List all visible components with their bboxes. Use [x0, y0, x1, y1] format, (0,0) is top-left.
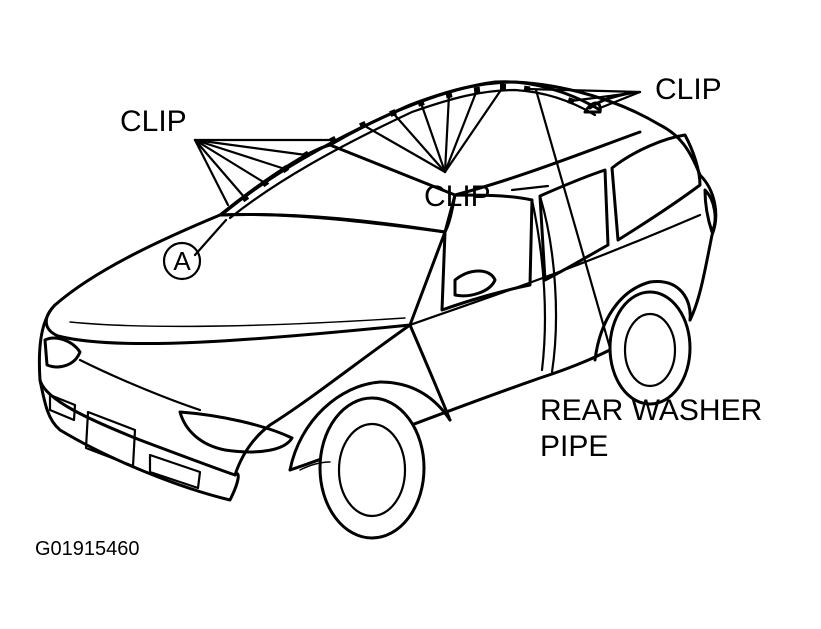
- leaders-clip-top-left: [193, 138, 335, 207]
- quarter-window: [610, 133, 702, 242]
- leaders-clip-top-right: [525, 87, 642, 110]
- label-clip-top-left: CLIP: [120, 105, 187, 138]
- grille: [78, 358, 202, 412]
- label-rear-washer-pipe-line1: REAR WASHER: [540, 394, 762, 427]
- leader-side-tick: [510, 184, 550, 192]
- headlight-right: [178, 410, 294, 454]
- front-fender: [408, 323, 452, 422]
- roof-outline: [328, 80, 702, 177]
- label-reference-a: A: [173, 246, 191, 276]
- leader-rear-washer-pipe: [534, 88, 612, 350]
- side-window-front: [440, 193, 534, 312]
- side-mirror: [453, 269, 497, 298]
- door-line-rear: [538, 194, 558, 374]
- side-crease: [408, 213, 702, 327]
- front-face: [37, 303, 412, 477]
- front-wheel: [288, 380, 452, 540]
- rear-body: [688, 173, 718, 322]
- leaders-clip-center: [361, 85, 505, 174]
- label-clip-center: CLIP: [424, 180, 491, 213]
- fog-lamp-right: [148, 453, 202, 490]
- front-bumper: [38, 378, 240, 502]
- fog-lamp-left: [48, 393, 77, 422]
- door-line-front: [530, 198, 547, 372]
- reference-a-marker: A: [162, 241, 202, 281]
- label-rear-washer-pipe-line2: PIPE: [540, 430, 608, 463]
- rear-lamp: [703, 188, 717, 234]
- roof-edge: [453, 130, 642, 197]
- headlight-left: [43, 336, 82, 369]
- leader-reference-a: [193, 218, 228, 257]
- rear-wheel: [593, 280, 692, 406]
- label-clip-top-right: CLIP: [655, 73, 722, 106]
- clip-markers: [240, 84, 575, 203]
- figure-code: G01915460: [35, 538, 140, 560]
- car-body: [37, 80, 718, 502]
- license-plate: [84, 410, 137, 468]
- hood-crease: [69, 317, 406, 328]
